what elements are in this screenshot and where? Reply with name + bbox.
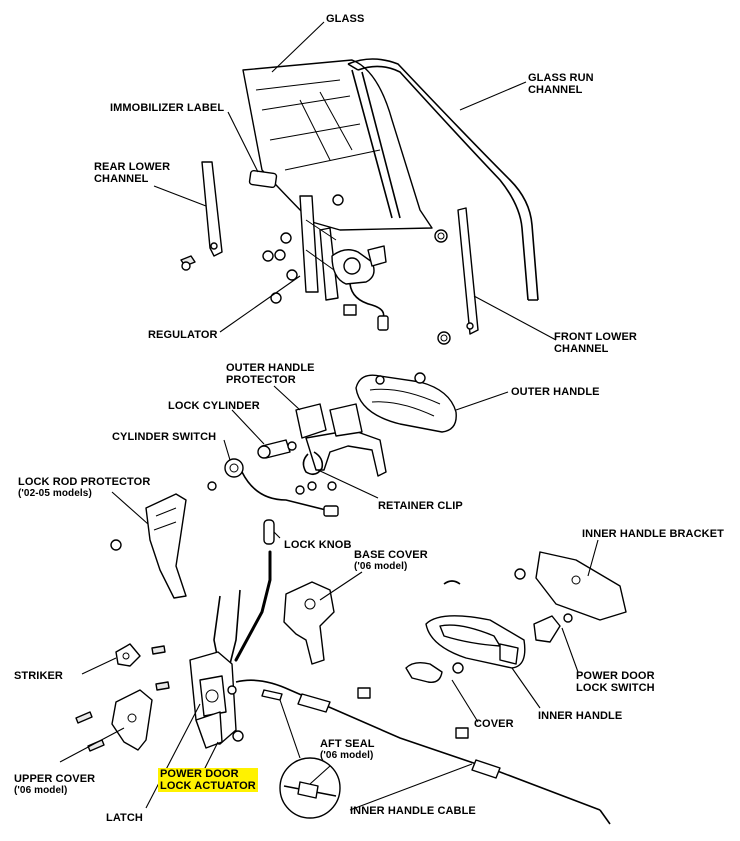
label-regulator: REGULATOR bbox=[148, 329, 218, 341]
label-cylinder-switch: CYLINDER SWITCH bbox=[112, 431, 217, 443]
front-lower-channel-part bbox=[457, 207, 479, 335]
rear-lower-channel-part bbox=[201, 161, 223, 257]
label-upper-cover: UPPER COVER ('06 model) bbox=[14, 773, 96, 796]
lock-knob-part bbox=[263, 519, 275, 545]
small-cover-part bbox=[455, 727, 469, 739]
label-inner-handle-cable: INNER HANDLE CABLE bbox=[350, 805, 476, 817]
label-striker: STRIKER bbox=[14, 670, 63, 682]
aft-seal-detail bbox=[279, 757, 341, 819]
label-rear-lower-channel: REAR LOWER CHANNEL bbox=[94, 161, 171, 185]
label-power-door-lock-actuator: POWER DOOR LOCK ACTUATOR bbox=[158, 768, 258, 792]
inner-handle-bracket-part bbox=[514, 551, 627, 621]
label-outer-handle-protector: OUTER HANDLE PROTECTOR bbox=[226, 362, 315, 386]
label-aft-seal: AFT SEAL ('06 model) bbox=[320, 738, 375, 761]
inner-handle-part bbox=[425, 615, 526, 669]
label-front-lower-channel: FRONT LOWER CHANNEL bbox=[554, 331, 637, 355]
outer-handle-protector-part bbox=[295, 403, 387, 477]
base-cover-part bbox=[283, 581, 335, 665]
cover-part bbox=[405, 661, 464, 683]
regulator-part bbox=[299, 194, 389, 331]
label-outer-handle: OUTER HANDLE bbox=[511, 386, 600, 398]
label-lock-cylinder: LOCK CYLINDER bbox=[168, 400, 260, 412]
glass-part bbox=[242, 59, 433, 231]
label-lock-knob: LOCK KNOB bbox=[284, 539, 352, 551]
striker-part bbox=[115, 643, 166, 667]
label-glass: GLASS bbox=[326, 13, 365, 25]
label-lock-rod-protector: LOCK ROD PROTECTOR ('02-05 models) bbox=[18, 476, 151, 499]
upper-cover-part bbox=[111, 689, 153, 751]
label-inner-handle: INNER HANDLE bbox=[538, 710, 623, 722]
inner-handle-cable-part bbox=[235, 679, 611, 825]
label-base-cover: BASE COVER ('06 model) bbox=[354, 549, 428, 572]
small-clip-part bbox=[443, 580, 461, 585]
power-door-lock-switch-part bbox=[533, 613, 573, 643]
outer-handle-part bbox=[355, 372, 457, 433]
lock-cylinder-part bbox=[257, 439, 297, 459]
power-door-lock-actuator-part bbox=[195, 711, 223, 749]
label-retainer-clip: RETAINER CLIP bbox=[378, 500, 463, 512]
leader-lines bbox=[59, 21, 599, 811]
label-power-door-lock-switch: POWER DOOR LOCK SWITCH bbox=[576, 670, 655, 694]
lock-rods bbox=[213, 550, 272, 665]
small-cover-part bbox=[357, 687, 371, 699]
regulator-bolts bbox=[262, 232, 298, 304]
label-latch: LATCH bbox=[106, 812, 143, 824]
label-glass-run-channel: GLASS RUN CHANNEL bbox=[528, 72, 594, 96]
label-cover: COVER bbox=[474, 718, 514, 730]
label-immobilizer-label: IMMOBILIZER LABEL bbox=[110, 102, 225, 114]
cylinder-switch-part bbox=[207, 458, 339, 517]
immobilizer-label-part bbox=[248, 169, 278, 189]
label-inner-handle-bracket: INNER HANDLE BRACKET bbox=[582, 528, 724, 540]
retainer-clip-part bbox=[295, 451, 337, 495]
lock-rod-protector-part bbox=[110, 493, 187, 599]
front-channel-bolt bbox=[434, 229, 451, 345]
glass-run-channel-part bbox=[347, 58, 539, 301]
rear-channel-bolt bbox=[180, 255, 196, 271]
